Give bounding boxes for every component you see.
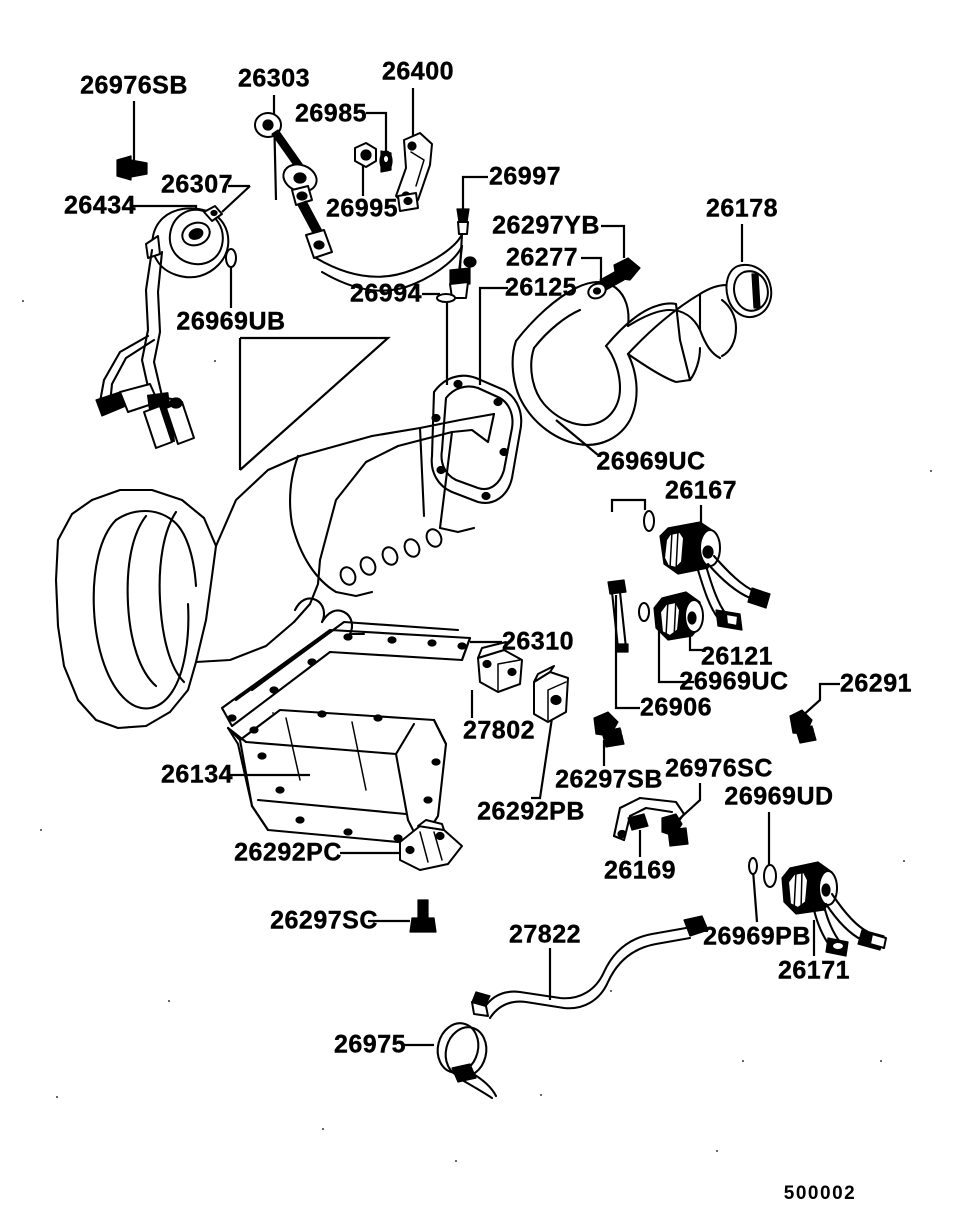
part-26975-band-clip <box>436 1022 498 1100</box>
part-label-26277: 26277 <box>505 243 579 272</box>
part-26125-extension-housing <box>511 264 773 446</box>
part-label-26292PB: 26292PB <box>477 797 585 826</box>
part-label-26121: 26121 <box>700 642 774 671</box>
part-label-26297SB: 26297SB <box>555 765 663 794</box>
part-26297SB-bolt <box>593 711 625 748</box>
part-label-26171: 26171 <box>777 956 851 985</box>
part-26976SC-bolt <box>661 813 689 847</box>
part-label-26169: 26169 <box>603 856 677 885</box>
part-26969UB-oring <box>225 248 237 268</box>
scan-speck <box>214 360 216 362</box>
scan-speck <box>610 990 612 992</box>
part-26969UC-extension-oring <box>643 510 655 532</box>
part-26985-bolt <box>379 150 393 173</box>
part-26297SC-bolt <box>409 899 437 933</box>
part-26297YB-bolt <box>599 257 641 291</box>
part-26969UD-oring <box>763 864 777 888</box>
part-26178-oil-seal <box>725 264 773 318</box>
part-26969PB-oring <box>748 857 758 875</box>
part-label-26125: 26125 <box>504 273 578 302</box>
part-label-26976SC: 26976SC <box>665 754 773 783</box>
part-label-26985: 26985 <box>294 99 368 128</box>
part-26310-oil-pan-gasket <box>220 620 472 728</box>
scan-speck <box>716 1150 718 1152</box>
part-26292PB-bracket <box>533 665 569 723</box>
part-26997-oil-cooler-hose <box>314 208 477 299</box>
part-26303-control-rod <box>254 112 333 259</box>
part-label-26167: 26167 <box>664 476 738 505</box>
part-label-26307: 26307 <box>160 170 234 199</box>
part-label-26994: 26994 <box>349 279 423 308</box>
part-label-26134: 26134 <box>160 760 234 789</box>
part-label-26434: 26434 <box>63 191 137 220</box>
part-26134-oil-pan <box>226 708 448 846</box>
scan-speck <box>880 1060 882 1062</box>
part-26167-speed-sensor <box>659 521 771 631</box>
part-26434-wiring-harness <box>95 248 195 449</box>
part-label-26995: 26995 <box>325 194 399 223</box>
part-27802-bracket <box>477 641 523 693</box>
part-label-26976SB: 26976SB <box>80 71 188 100</box>
part-label-26400: 26400 <box>381 57 455 86</box>
part-label-26969UC2: 26969UC <box>679 667 789 696</box>
part-label-26969UD: 26969UD <box>724 782 834 811</box>
part-label-27802: 27802 <box>462 716 536 745</box>
part-26995-nut <box>354 142 377 168</box>
scan-speck <box>455 1160 457 1162</box>
part-26976SB-bolt <box>116 155 148 181</box>
part-26277-washer <box>587 282 607 300</box>
scan-speck <box>322 1128 324 1130</box>
scan-speck <box>56 1096 58 1098</box>
leader-lines <box>132 88 840 1047</box>
part-label-26291: 26291 <box>839 669 913 698</box>
part-label-26297YB: 26297YB <box>492 211 600 240</box>
part-label-26303: 26303 <box>237 64 311 93</box>
part-label-26906: 26906 <box>639 693 713 722</box>
part-26171-sensor <box>781 861 887 957</box>
scan-speck <box>22 300 24 302</box>
part-26994-oring <box>436 293 456 303</box>
diagram-id: 500002 <box>783 1183 857 1204</box>
part-26969UC-gear-oring <box>638 602 650 622</box>
scan-speck <box>272 712 274 714</box>
scan-speck <box>903 860 905 862</box>
scan-speck <box>168 1000 170 1002</box>
scan-speck <box>40 829 42 831</box>
part-27822-oil-tube <box>471 915 709 1020</box>
scan-speck <box>540 1094 542 1096</box>
part-label-26997: 26997 <box>488 162 562 191</box>
part-26906-pin <box>607 579 629 653</box>
part-26121-driven-gear <box>653 591 704 641</box>
part-26969UC-rear-gasket <box>430 374 523 504</box>
part-label-26969UB: 26969UB <box>176 307 286 336</box>
part-label-26969PB: 26969PB <box>703 922 811 951</box>
part-label-26292PC: 26292PC <box>234 838 342 867</box>
part-label-26975: 26975 <box>333 1030 407 1059</box>
part-label-26310: 26310 <box>501 627 575 656</box>
part-26434-inhibitor-switch <box>145 205 230 279</box>
scan-speck <box>930 470 932 472</box>
part-26292PC-bracket <box>399 819 463 871</box>
part-label-26969UC1: 26969UC <box>596 447 706 476</box>
part-label-26178: 26178 <box>705 194 779 223</box>
scan-speck <box>742 1060 744 1062</box>
part-26291-bolt <box>789 709 817 744</box>
part-transmission-case <box>54 412 496 730</box>
part-26400-bracket <box>395 132 433 212</box>
part-label-26297SC: 26297SC <box>270 906 378 935</box>
part-label-27822: 27822 <box>508 920 582 949</box>
